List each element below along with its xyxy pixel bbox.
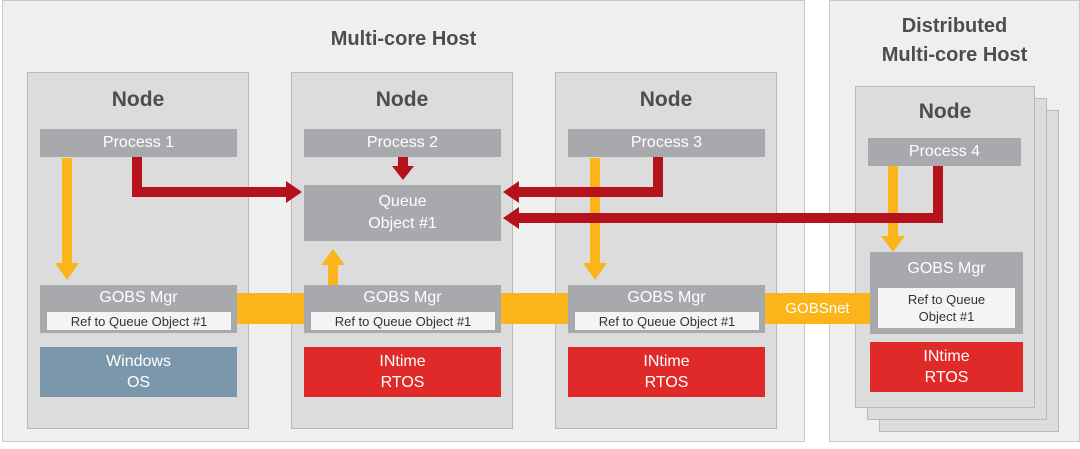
red-arrows xyxy=(132,157,943,229)
orange-arrow-1-shaft xyxy=(62,158,72,264)
orange-arrows xyxy=(55,158,905,285)
intime-rtos-box-3: INtime RTOS xyxy=(568,347,765,397)
gobsnet-link: GOBSnet xyxy=(765,293,870,324)
red-arrow-1-head xyxy=(286,181,302,203)
os-4-line2: RTOS xyxy=(924,369,969,386)
intime-rtos-box-4: INtime RTOS xyxy=(870,342,1023,392)
process-3-box: Process 3 xyxy=(568,129,765,157)
os-3-line1: INtime xyxy=(643,353,690,370)
gobsnet-label: GOBSnet xyxy=(785,300,850,317)
intime-rtos-box-2: INtime RTOS xyxy=(304,347,501,397)
orange-arrow-4-head xyxy=(881,236,905,252)
queue-object-box: Queue Object #1 xyxy=(304,185,501,241)
red-arrow-4-left xyxy=(518,213,943,223)
red-arrow-1-down xyxy=(132,157,142,197)
red-arrow-4-head xyxy=(503,207,519,229)
red-arrow-3-down xyxy=(653,157,663,197)
process-1-box: Process 1 xyxy=(40,129,237,157)
gobs-mgr-1-title: GOBS Mgr xyxy=(99,289,178,306)
multicore-host-title: Multi-core Host xyxy=(330,28,477,50)
queue-line2: Object #1 xyxy=(368,215,437,232)
os-1-line2: OS xyxy=(126,374,151,391)
red-arrow-1-right xyxy=(132,187,287,197)
windows-os-box: Windows OS xyxy=(40,347,237,397)
orange-arrow-3-shaft xyxy=(590,158,600,264)
gobs-link-1-2 xyxy=(237,293,304,324)
red-arrow-2-shaft xyxy=(398,157,408,169)
os-1-line1: Windows xyxy=(106,353,171,370)
gobs-link-2-3 xyxy=(501,293,568,324)
red-arrow-2-head xyxy=(392,166,414,180)
os-3-line2: RTOS xyxy=(644,374,689,391)
gobs-mgr-3-title: GOBS Mgr xyxy=(627,289,706,306)
gobs-mgr-4-title: GOBS Mgr xyxy=(907,260,986,277)
node-2-title: Node xyxy=(375,88,429,111)
red-arrow-3-left xyxy=(518,187,663,197)
gobs-ref-4: Ref to Queue Object #1 xyxy=(878,288,1015,328)
ref-4-line2: Object #1 xyxy=(918,309,975,324)
red-arrow-4-down xyxy=(933,166,943,223)
gobs-ref-3: Ref to Queue Object #1 xyxy=(575,312,759,330)
orange-arrow-2-head xyxy=(321,249,345,265)
os-4-line1: INtime xyxy=(923,348,970,365)
orange-arrow-3-head xyxy=(583,263,607,280)
os-2-line1: INtime xyxy=(379,353,426,370)
node-1-title: Node xyxy=(111,88,165,111)
orange-arrow-2-shaft xyxy=(328,264,338,285)
orange-arrow-1-head xyxy=(55,263,79,280)
gobs-ref-1: Ref to Queue Object #1 xyxy=(47,312,231,330)
os-2-line2: RTOS xyxy=(380,374,425,391)
process-2-box: Process 2 xyxy=(304,129,501,157)
distributed-host-title-line1: Distributed xyxy=(901,15,1008,37)
process-4-box: Process 4 xyxy=(868,138,1021,166)
node-4-title: Node xyxy=(918,100,972,123)
node-3-title: Node xyxy=(639,88,693,111)
distributed-host-title-line2: Multi-core Host xyxy=(881,44,1028,66)
queue-line1: Queue xyxy=(378,193,427,210)
orange-arrow-4-shaft xyxy=(888,166,898,237)
gobs-mgr-2-title: GOBS Mgr xyxy=(363,289,442,306)
gobs-ref-2: Ref to Queue Object #1 xyxy=(311,312,495,330)
red-arrow-3-head xyxy=(503,181,519,203)
ref-4-line1: Ref to Queue xyxy=(907,292,986,307)
